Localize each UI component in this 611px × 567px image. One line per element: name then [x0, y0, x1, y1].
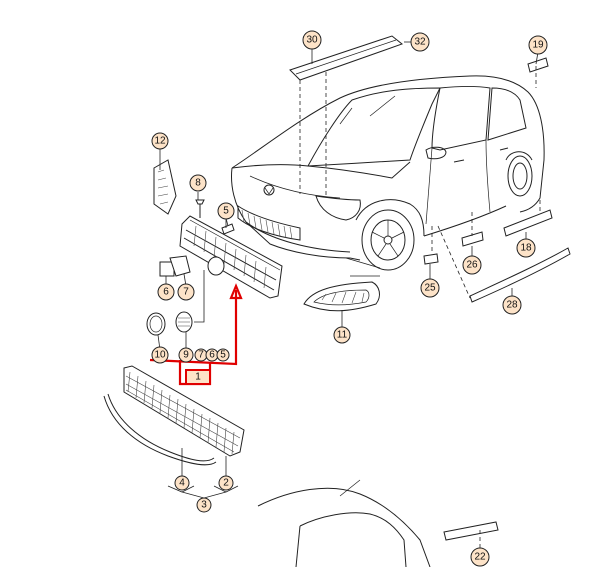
- callout-11: 11: [333, 326, 351, 344]
- svg-text:6: 6: [209, 350, 215, 361]
- callout-26: 26: [462, 255, 482, 275]
- svg-text:6: 6: [163, 287, 169, 298]
- callout-5-lower: 5: [216, 348, 230, 362]
- callout-7-lower: 7: [194, 348, 208, 362]
- roof-spoiler-part: [289, 35, 404, 81]
- clip-part-5: [221, 217, 235, 235]
- svg-text:3: 3: [201, 500, 207, 511]
- svg-text:7: 7: [198, 350, 204, 361]
- callout-6-lower: 6: [205, 348, 219, 362]
- lower-grille-part: [123, 365, 245, 457]
- svg-text:19: 19: [532, 40, 544, 51]
- rear-car-fragment: [257, 479, 431, 567]
- grille-emblem: [207, 256, 225, 276]
- callout-2: 2: [218, 475, 234, 491]
- svg-text:2: 2: [223, 478, 229, 489]
- svg-text:26: 26: [466, 260, 478, 271]
- callout-8: 8: [189, 174, 207, 192]
- callout-4: 4: [174, 475, 190, 491]
- callout-25: 25: [420, 278, 440, 298]
- svg-text:5: 5: [220, 350, 226, 361]
- callout-1: 1: [185, 369, 211, 385]
- svg-text:28: 28: [506, 300, 518, 311]
- callout-5-upper: 5: [217, 202, 235, 220]
- car-illustration: [231, 75, 545, 271]
- fog-light-bezel-part: [303, 281, 380, 312]
- svg-text:11: 11: [337, 330, 348, 341]
- trim-part-18: [503, 209, 553, 237]
- svg-text:4: 4: [179, 478, 185, 489]
- svg-text:5: 5: [223, 206, 229, 217]
- callout-6-upper: 6: [157, 283, 175, 301]
- trim-part-22: [443, 521, 499, 541]
- callout-7-upper: 7: [177, 283, 195, 301]
- svg-text:22: 22: [474, 552, 486, 563]
- svg-text:32: 32: [414, 37, 426, 48]
- callout-18: 18: [516, 238, 536, 258]
- callout-30: 30: [302, 30, 322, 50]
- svg-text:18: 18: [520, 243, 532, 254]
- svg-text:1: 1: [195, 372, 201, 383]
- svg-text:9: 9: [183, 350, 189, 361]
- callout-22: 22: [470, 547, 490, 567]
- sill-trim-28: [469, 247, 571, 303]
- trim-part-25: [423, 253, 439, 265]
- callout-19: 19: [528, 35, 548, 55]
- svg-text:7: 7: [183, 287, 189, 298]
- svg-text:8: 8: [195, 178, 201, 189]
- svg-text:12: 12: [154, 136, 166, 147]
- lower-trim-strip-part: [103, 393, 217, 466]
- callout-12: 12: [151, 132, 169, 150]
- svg-text:10: 10: [154, 350, 166, 361]
- callout-9: 9: [178, 347, 194, 363]
- svg-text:25: 25: [424, 283, 436, 294]
- trim-part-19: [527, 57, 549, 73]
- badge-part-6: [159, 261, 175, 277]
- badge-part-7: [169, 255, 191, 277]
- callout-28: 28: [502, 295, 522, 315]
- upper-grille-part: [179, 215, 283, 299]
- grille-bracket-part: [153, 159, 177, 215]
- screw-part-8: [195, 199, 205, 218]
- callout-10: 10: [151, 346, 169, 364]
- callout-32: 32: [410, 32, 430, 52]
- svg-text:30: 30: [306, 35, 318, 46]
- trim-part-26: [461, 231, 484, 247]
- callout-3: 3: [196, 497, 212, 513]
